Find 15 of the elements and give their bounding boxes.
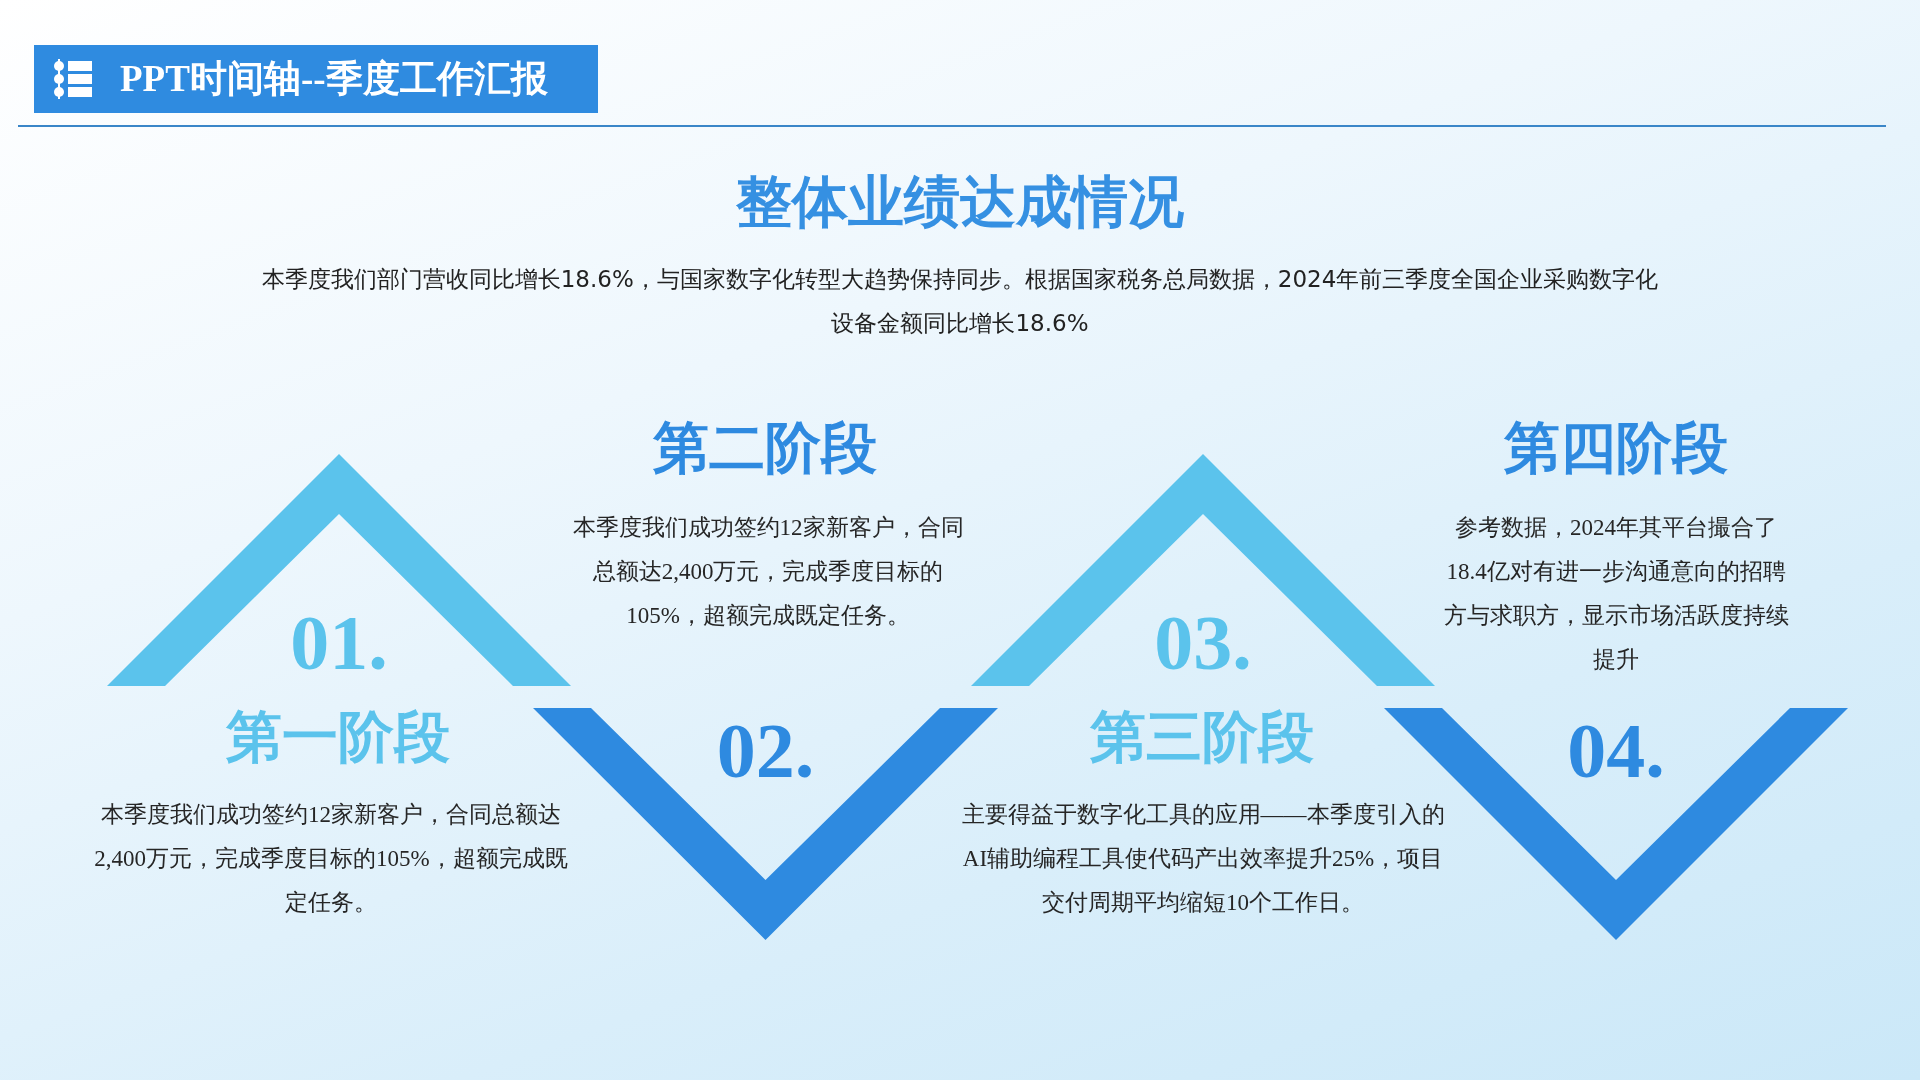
stage-title: 第二阶段 <box>652 416 878 481</box>
summary-paragraph: 本季度我们部门营收同比增长18.6%，与国家数字化转型大趋势保持同步。根据国家税务总局数据，2024年前三季度全国企业采购数字化设备金额同比增长18.6% <box>260 265 1660 338</box>
stage-title: 第三阶段 <box>1089 705 1315 770</box>
step-number: 02. <box>715 712 816 790</box>
stage-description: 主要得益于数字化工具的应用——本季度引入的AI辅助编程工具使代码产出效率提升25%，项目交付周期平均缩短10个工作日。 <box>960 801 1446 917</box>
stage-title: 第一阶段 <box>225 705 451 770</box>
step-number: 03. <box>1153 604 1253 682</box>
step-number: 04. <box>1566 712 1666 790</box>
stage-description: 参考数据，2024年其平台撮合了18.4亿对有进一步沟通意向的招聘方与求职方，显示市场活跃度持续提升 <box>1442 514 1790 674</box>
section-heading: 整体业绩达成情况 <box>735 170 1185 235</box>
step-number: 01. <box>289 604 389 682</box>
slide-title: PPT时间轴--季度工作汇报 <box>120 57 548 101</box>
stage-description: 本季度我们成功签约12家新客户，合同总额达2,400万元，完成季度目标的105%，超额完成既定任务。 <box>93 801 569 917</box>
stage-description: 本季度我们成功签约12家新客户，合同总额达2,400万元，完成季度目标的105%，超额完成既定任务。 <box>572 514 964 630</box>
stage-title: 第四阶段 <box>1503 416 1729 481</box>
